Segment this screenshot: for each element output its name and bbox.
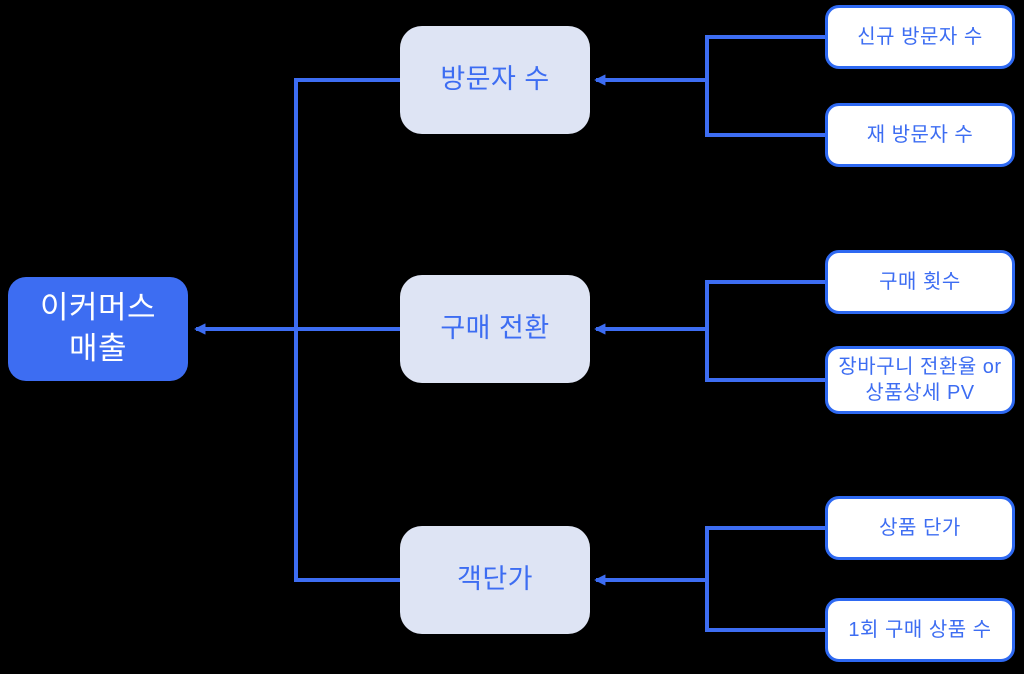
node-items-per-purchase: 1회 구매 상품 수 — [825, 598, 1015, 662]
node-returning-visitor-count: 재 방문자 수 — [825, 103, 1015, 167]
edge-items-per-purchase-to-aov — [594, 574, 825, 632]
edge-cart-conversion-to-conversion — [594, 323, 825, 382]
node-product-unit-price: 상품 단가 — [825, 496, 1015, 560]
edge-product-price-to-aov — [594, 526, 825, 586]
edge-visitors-to-root — [194, 78, 400, 335]
node-purchase-conversion: 구매 전환 — [400, 275, 590, 383]
edge-returning-visitors-to-visitors — [594, 74, 825, 137]
edge-purchase-count-to-conversion — [594, 280, 825, 335]
node-average-order-value: 객단가 — [400, 526, 590, 634]
node-ecommerce-revenue: 이커머스 매출 — [8, 277, 188, 381]
edge-aov-to-root — [194, 323, 400, 582]
node-purchase-count: 구매 횟수 — [825, 250, 1015, 314]
edge-new-visitors-to-visitors — [594, 35, 825, 86]
node-visitor-count: 방문자 수 — [400, 26, 590, 134]
node-new-visitor-count: 신규 방문자 수 — [825, 5, 1015, 69]
node-cart-conversion-or-pdp-pv: 장바구니 전환율 or 상품상세 PV — [825, 346, 1015, 414]
